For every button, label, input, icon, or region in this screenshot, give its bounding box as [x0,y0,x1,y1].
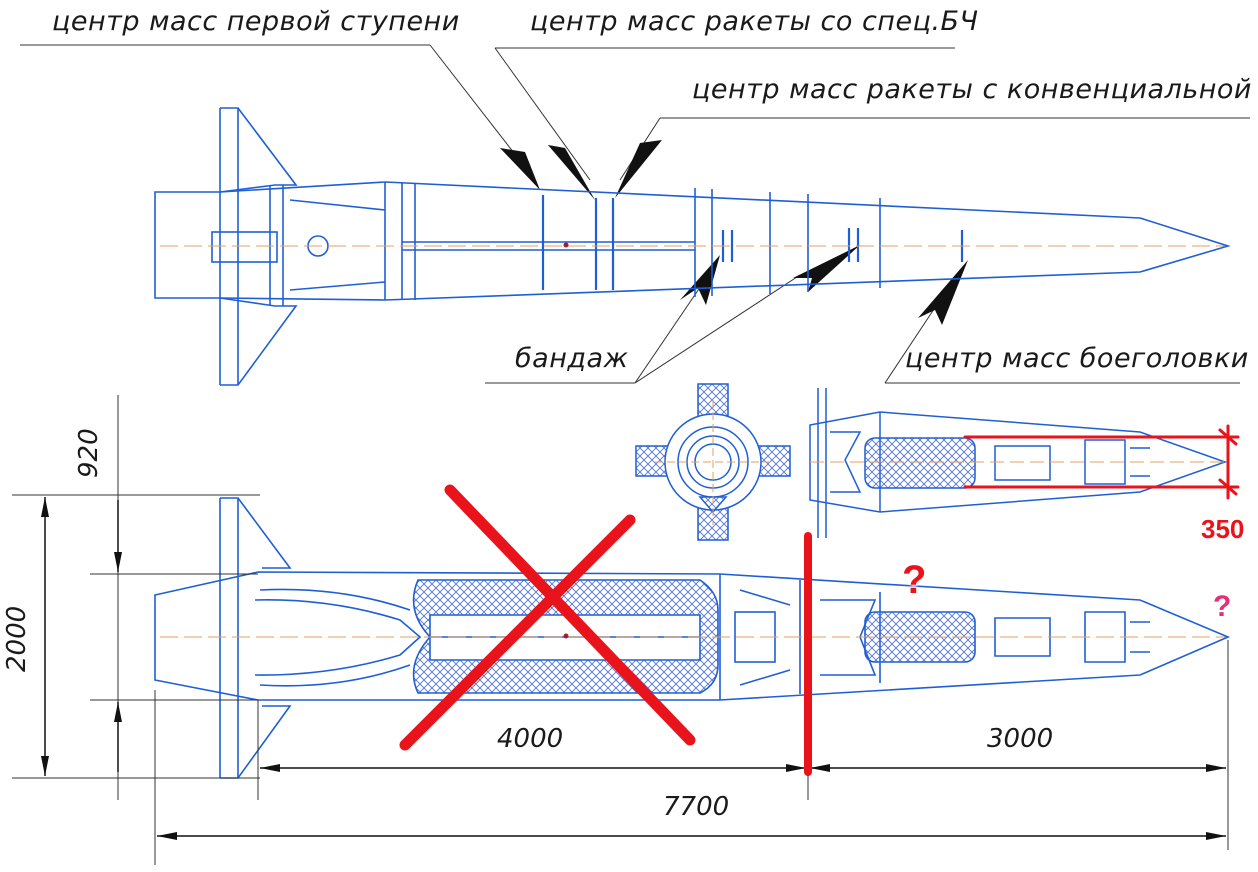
label-cm-first-stage: центр масс первой ступени [52,6,460,37]
question-mark-1: ? [902,558,927,602]
label-cm-rocket-conventional: центр масс ракеты с конвенциальной БЧ [692,74,1258,105]
dimension-7700: 7700 [663,792,730,822]
arrow-cm-first-stage [500,148,540,190]
warhead-cutaway [809,388,1228,538]
red-annotations [399,424,1240,776]
pointer-arrows [500,140,968,325]
label-bandage: бандаж [515,343,629,374]
label-cm-warhead: центр масс боеголовки [905,343,1249,374]
cross-section-view [635,383,791,541]
leader-lines [20,44,1250,384]
question-mark-2: ? [1213,590,1232,623]
red-cross-stroke-1 [444,484,696,746]
top-missile [154,107,1231,386]
dimension-2000: 2000 [2,605,32,672]
dimension-lines [12,395,1229,865]
dimension-920: 920 [74,428,104,478]
dimension-4000: 4000 [497,724,564,754]
dimension-3000: 3000 [987,724,1054,754]
red-cross-stroke-2 [399,514,636,751]
dimension-350: 350 [1201,514,1245,544]
label-cm-rocket-special: центр масс ракеты со спец.БЧ [530,6,979,37]
